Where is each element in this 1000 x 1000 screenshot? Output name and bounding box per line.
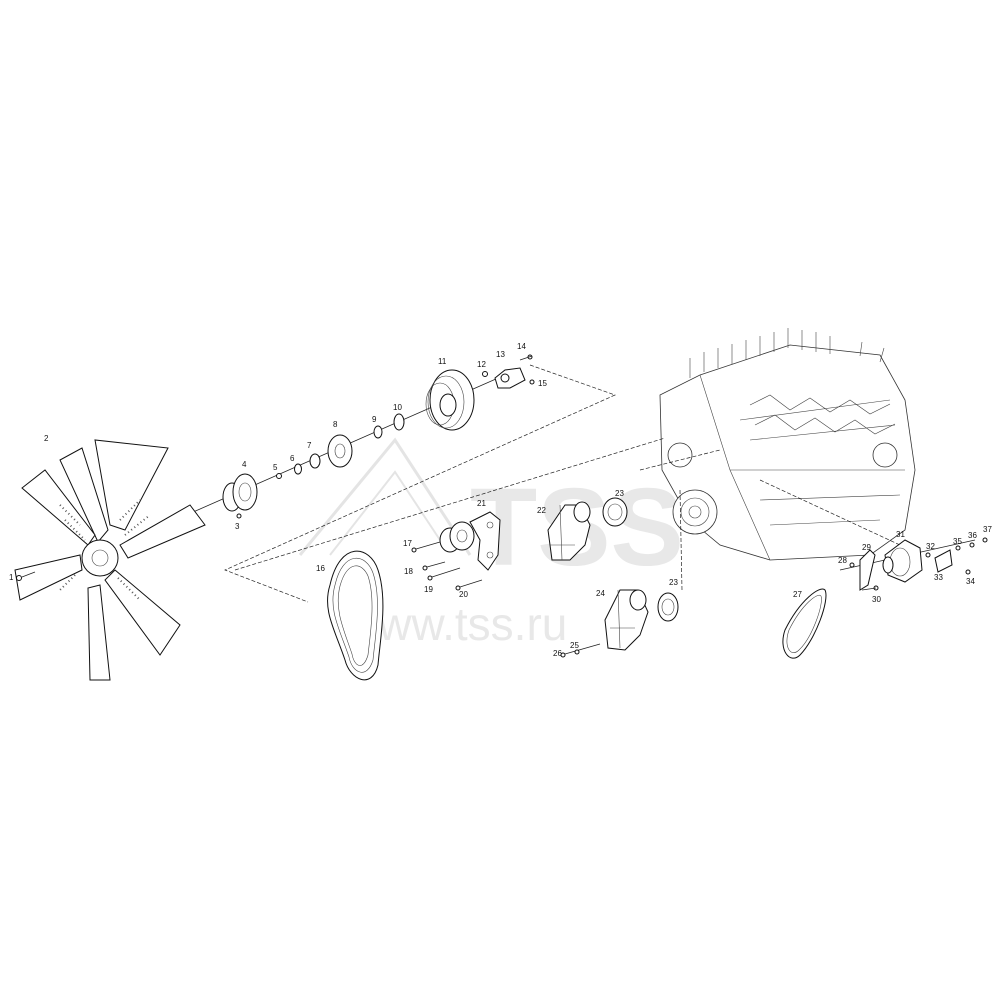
callout-29: 29 bbox=[862, 543, 871, 552]
callout-24: 24 bbox=[596, 589, 605, 598]
washer-9-icon bbox=[373, 425, 383, 439]
callout-21: 21 bbox=[477, 499, 486, 508]
fan-hub-stack bbox=[222, 413, 405, 519]
callout-6: 6 bbox=[290, 454, 295, 463]
callout-15: 15 bbox=[538, 379, 547, 388]
callout-32: 32 bbox=[926, 542, 935, 551]
v-belt-16 bbox=[327, 550, 384, 681]
callout-36: 36 bbox=[968, 531, 977, 540]
cooling-fan bbox=[14, 439, 206, 681]
callout-34: 34 bbox=[966, 577, 975, 586]
callout-30: 30 bbox=[872, 595, 881, 604]
fan-hub bbox=[81, 539, 119, 577]
engine-crank-pulley bbox=[672, 489, 718, 535]
callout-33: 33 bbox=[934, 573, 943, 582]
callout-14: 14 bbox=[517, 342, 526, 351]
pulley-11 bbox=[425, 369, 475, 431]
engine-studs bbox=[689, 328, 885, 378]
callout-4: 4 bbox=[242, 460, 247, 469]
tensioner-assembly bbox=[411, 511, 501, 591]
callout-28: 28 bbox=[838, 556, 847, 565]
callout-3: 3 bbox=[235, 522, 240, 531]
engine-block bbox=[659, 328, 916, 561]
v-belt-27 bbox=[782, 588, 827, 659]
washer-6-icon bbox=[294, 463, 302, 475]
callout-26: 26 bbox=[553, 649, 562, 658]
callout-5: 5 bbox=[273, 463, 278, 472]
callout-1: 1 bbox=[9, 573, 14, 582]
callout-23a: 23 bbox=[615, 489, 624, 498]
gasket-23b bbox=[657, 592, 679, 622]
callout-20: 20 bbox=[459, 590, 468, 599]
bearing-7-icon bbox=[309, 453, 321, 469]
flange-8 bbox=[327, 434, 353, 468]
callout-16: 16 bbox=[316, 564, 325, 573]
callout-9: 9 bbox=[372, 415, 377, 424]
callout-35: 35 bbox=[953, 537, 962, 546]
callout-31: 31 bbox=[896, 530, 905, 539]
callout-12: 12 bbox=[477, 360, 486, 369]
fan-spacer-part-4 bbox=[232, 473, 258, 511]
callout-17: 17 bbox=[403, 539, 412, 548]
callout-2: 2 bbox=[44, 434, 49, 443]
gasket-23a bbox=[602, 497, 628, 527]
callout-37: 37 bbox=[983, 525, 992, 534]
callout-labels: 1 2 3 4 5 6 7 8 9 10 11 12 13 14 15 16 1… bbox=[9, 342, 992, 658]
callout-18: 18 bbox=[404, 567, 413, 576]
callout-7: 7 bbox=[307, 441, 312, 450]
bearing-10-icon bbox=[393, 413, 405, 431]
callout-11: 11 bbox=[438, 357, 447, 366]
water-pump-24 bbox=[604, 589, 649, 651]
callout-23b: 23 bbox=[669, 578, 678, 587]
callout-10: 10 bbox=[393, 403, 402, 412]
alternator-assembly bbox=[849, 537, 988, 591]
idler-bracket bbox=[482, 354, 535, 389]
callout-27: 27 bbox=[793, 590, 802, 599]
callout-13: 13 bbox=[496, 350, 505, 359]
callout-19: 19 bbox=[424, 585, 433, 594]
callout-25: 25 bbox=[570, 641, 579, 650]
water-pump-22 bbox=[547, 501, 591, 561]
bolt-5-icon bbox=[276, 473, 282, 479]
bolt-1-icon bbox=[16, 575, 22, 581]
callout-22: 22 bbox=[537, 506, 546, 515]
callout-8: 8 bbox=[333, 420, 338, 429]
